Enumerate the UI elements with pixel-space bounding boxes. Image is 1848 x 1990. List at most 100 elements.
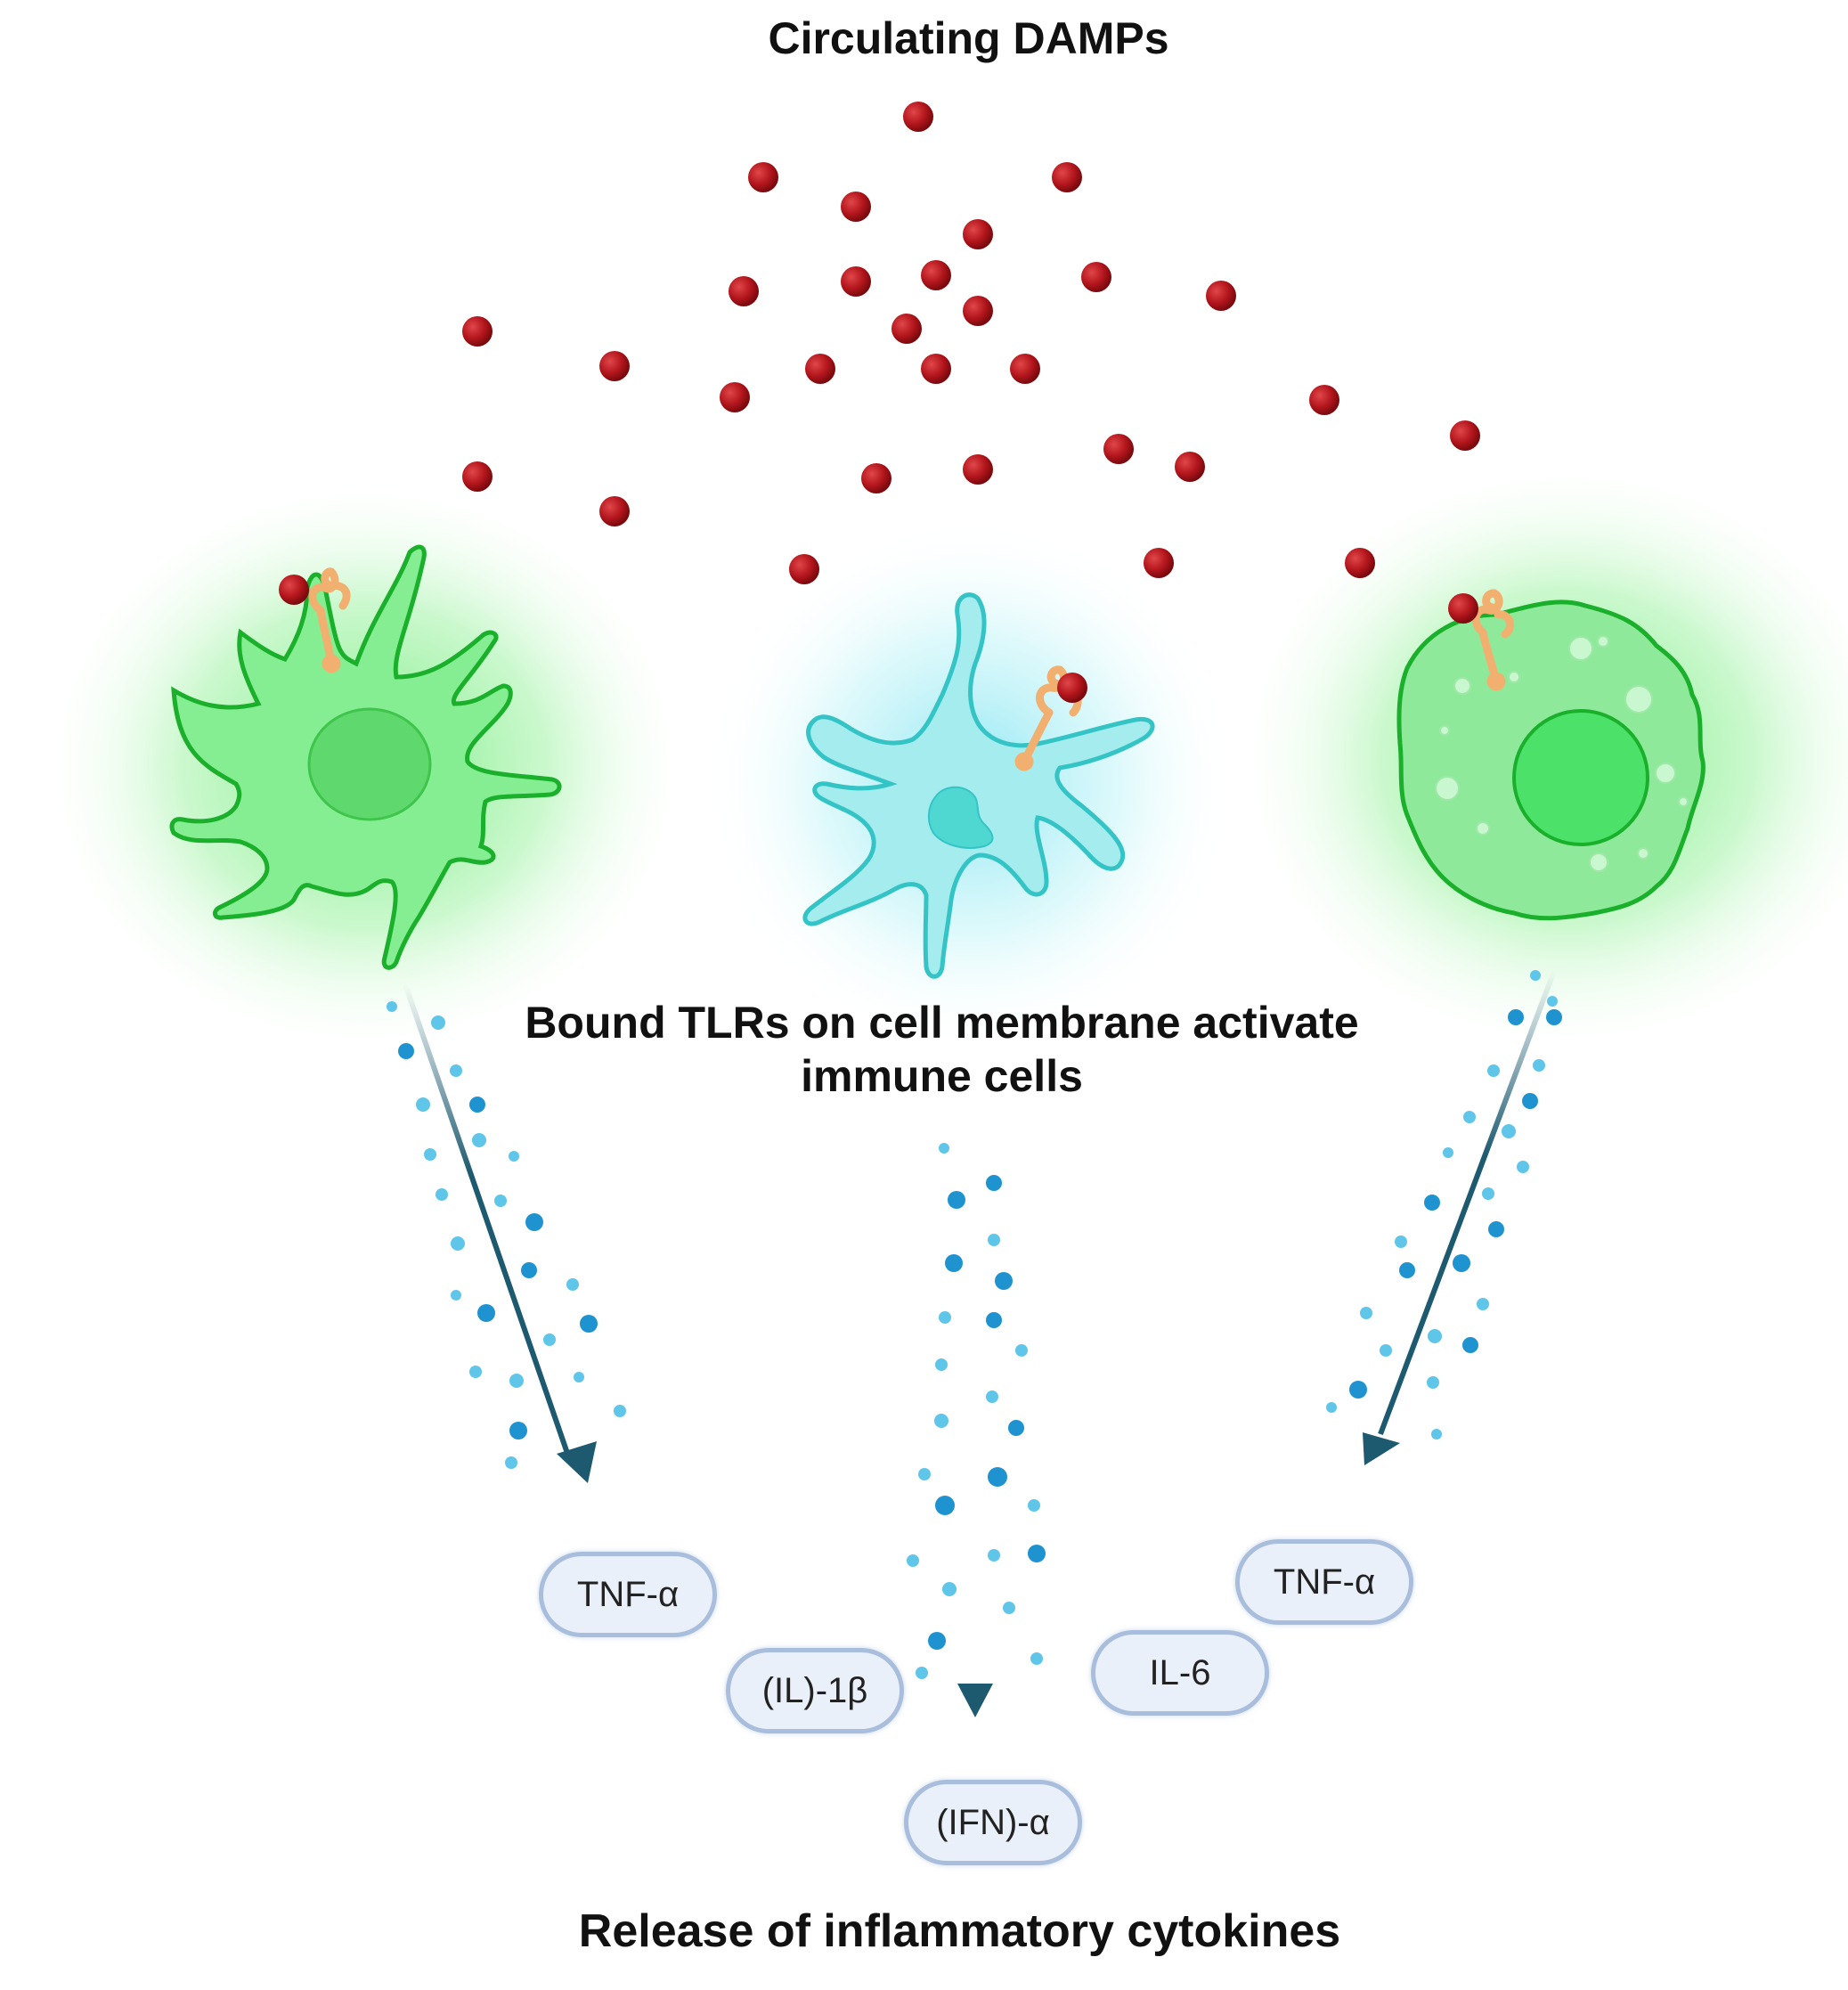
cytokine-dot — [469, 1097, 485, 1113]
cytokine-dot — [574, 1372, 584, 1382]
cytokine-dot — [1488, 1221, 1504, 1237]
cytokine-dot — [1463, 1111, 1476, 1123]
cytokine-dot — [1546, 1009, 1562, 1025]
damp-particle — [1144, 548, 1174, 578]
cytokine-dot — [1028, 1499, 1040, 1512]
damp-particle — [1052, 162, 1082, 192]
cytokine-dot — [1008, 1420, 1024, 1436]
caption-activation-line2: immune cells — [801, 1051, 1083, 1101]
cytokine-dot — [1395, 1236, 1407, 1248]
cytokine-dot — [939, 1143, 949, 1154]
cytokine-dot — [494, 1195, 507, 1207]
damp-particle — [921, 354, 951, 384]
cytokine-dot — [918, 1468, 931, 1480]
damp-bound-center — [1057, 673, 1087, 703]
title-circulating-damps: Circulating DAMPs — [768, 13, 1169, 63]
damp-particle — [1175, 452, 1205, 482]
cytokine-dot — [387, 1001, 397, 1012]
release-arrows — [403, 969, 1557, 1717]
cytokine-dot — [509, 1151, 519, 1162]
cytokine-dot — [1522, 1093, 1538, 1109]
cytokine-dot — [1530, 970, 1541, 981]
cytokine-dot — [1399, 1262, 1415, 1278]
cytokine-dot — [614, 1405, 626, 1417]
damp-particle — [729, 276, 759, 306]
damp-particle — [462, 316, 493, 347]
cytokine-dot — [509, 1422, 527, 1439]
cytokine-dot — [1508, 1009, 1524, 1025]
damp-particle — [720, 382, 750, 412]
cytokine-dot — [1380, 1344, 1392, 1357]
damp-particle — [1206, 281, 1236, 311]
cytokine-dot — [1015, 1344, 1028, 1357]
damp-particle — [1450, 420, 1480, 451]
tlr-receptor-right — [1471, 589, 1515, 691]
damp-particle — [963, 296, 993, 326]
cytokine-dots-group — [387, 970, 1562, 1679]
cytokine-pill-il6: IL-6 — [1091, 1630, 1269, 1716]
damp-particle — [963, 219, 993, 249]
damp-particle — [748, 162, 778, 192]
arrow-right-head — [1363, 1432, 1400, 1465]
damp-particle — [841, 266, 871, 297]
damp-particle — [1010, 354, 1040, 384]
cytokine-dot — [1003, 1602, 1015, 1614]
damp-particle — [861, 463, 891, 493]
cytokine-dot — [451, 1290, 461, 1301]
damp-particle — [599, 496, 630, 526]
caption-activation: Bound TLRs on cell membrane activate imm… — [18, 996, 1848, 1103]
cytokine-dot — [580, 1315, 598, 1333]
cytokine-dot — [945, 1254, 963, 1272]
cytokine-dot — [988, 1549, 1000, 1562]
cytokine-dot — [916, 1667, 928, 1679]
cytokine-dot — [1028, 1545, 1046, 1562]
damp-bound-left — [279, 575, 309, 605]
cytokine-dot — [1326, 1402, 1337, 1413]
cytokine-pill-ifn: (IFN)-α — [904, 1780, 1082, 1865]
cytokine-dot — [1547, 996, 1558, 1007]
cytokine-dot — [1349, 1381, 1367, 1399]
cytokine-dot — [451, 1236, 465, 1251]
cytokine-dot — [472, 1133, 486, 1147]
cytokine-dot — [477, 1304, 495, 1322]
left-dendritic-cell — [169, 544, 562, 970]
cytokine-dot — [986, 1391, 998, 1403]
damp-particle — [1081, 262, 1111, 292]
arrow-left-head — [557, 1441, 597, 1483]
macrophage-vesicles — [1435, 635, 1689, 872]
arrow-center-head — [957, 1684, 993, 1717]
damp-particle — [903, 102, 933, 132]
left-cell-nucleus — [307, 707, 432, 821]
cytokine-dot — [988, 1467, 1007, 1487]
cytokine-dot — [398, 1043, 414, 1059]
cytokine-dot — [1427, 1376, 1439, 1389]
cytokine-dot — [934, 1414, 948, 1428]
damp-particle — [963, 454, 993, 485]
center-dendritic-cell — [802, 592, 1155, 979]
cytokine-dot — [450, 1064, 462, 1077]
cytokine-dot — [469, 1366, 482, 1378]
cytokine-dot — [436, 1188, 448, 1201]
cytokine-pill-tnf-left: TNF-α — [539, 1552, 717, 1637]
cytokine-pill-il1b: (IL)-1β — [726, 1648, 904, 1733]
right-cell-nucleus — [1512, 709, 1649, 846]
cytokine-dot — [948, 1191, 965, 1209]
cytokine-dot — [939, 1311, 951, 1324]
cytokine-dot — [525, 1213, 543, 1231]
center-cell-nucleus — [928, 786, 994, 849]
damp-particle — [462, 461, 493, 492]
damp-particle — [1103, 434, 1134, 464]
cytokine-dot — [1030, 1652, 1043, 1665]
cytokine-dot — [1428, 1329, 1442, 1343]
caption-activation-line1: Bound TLRs on cell membrane activate — [525, 998, 1359, 1048]
caption-release: Release of inflammatory cytokines — [578, 1905, 1341, 1957]
damp-particle — [1309, 385, 1339, 415]
cytokine-dot — [1424, 1195, 1440, 1211]
damp-particle — [789, 554, 819, 584]
cytokine-dot — [1517, 1161, 1529, 1173]
cytokine-dot — [986, 1312, 1002, 1328]
cytokine-dot — [986, 1175, 1002, 1191]
cytokine-dot — [995, 1272, 1013, 1290]
